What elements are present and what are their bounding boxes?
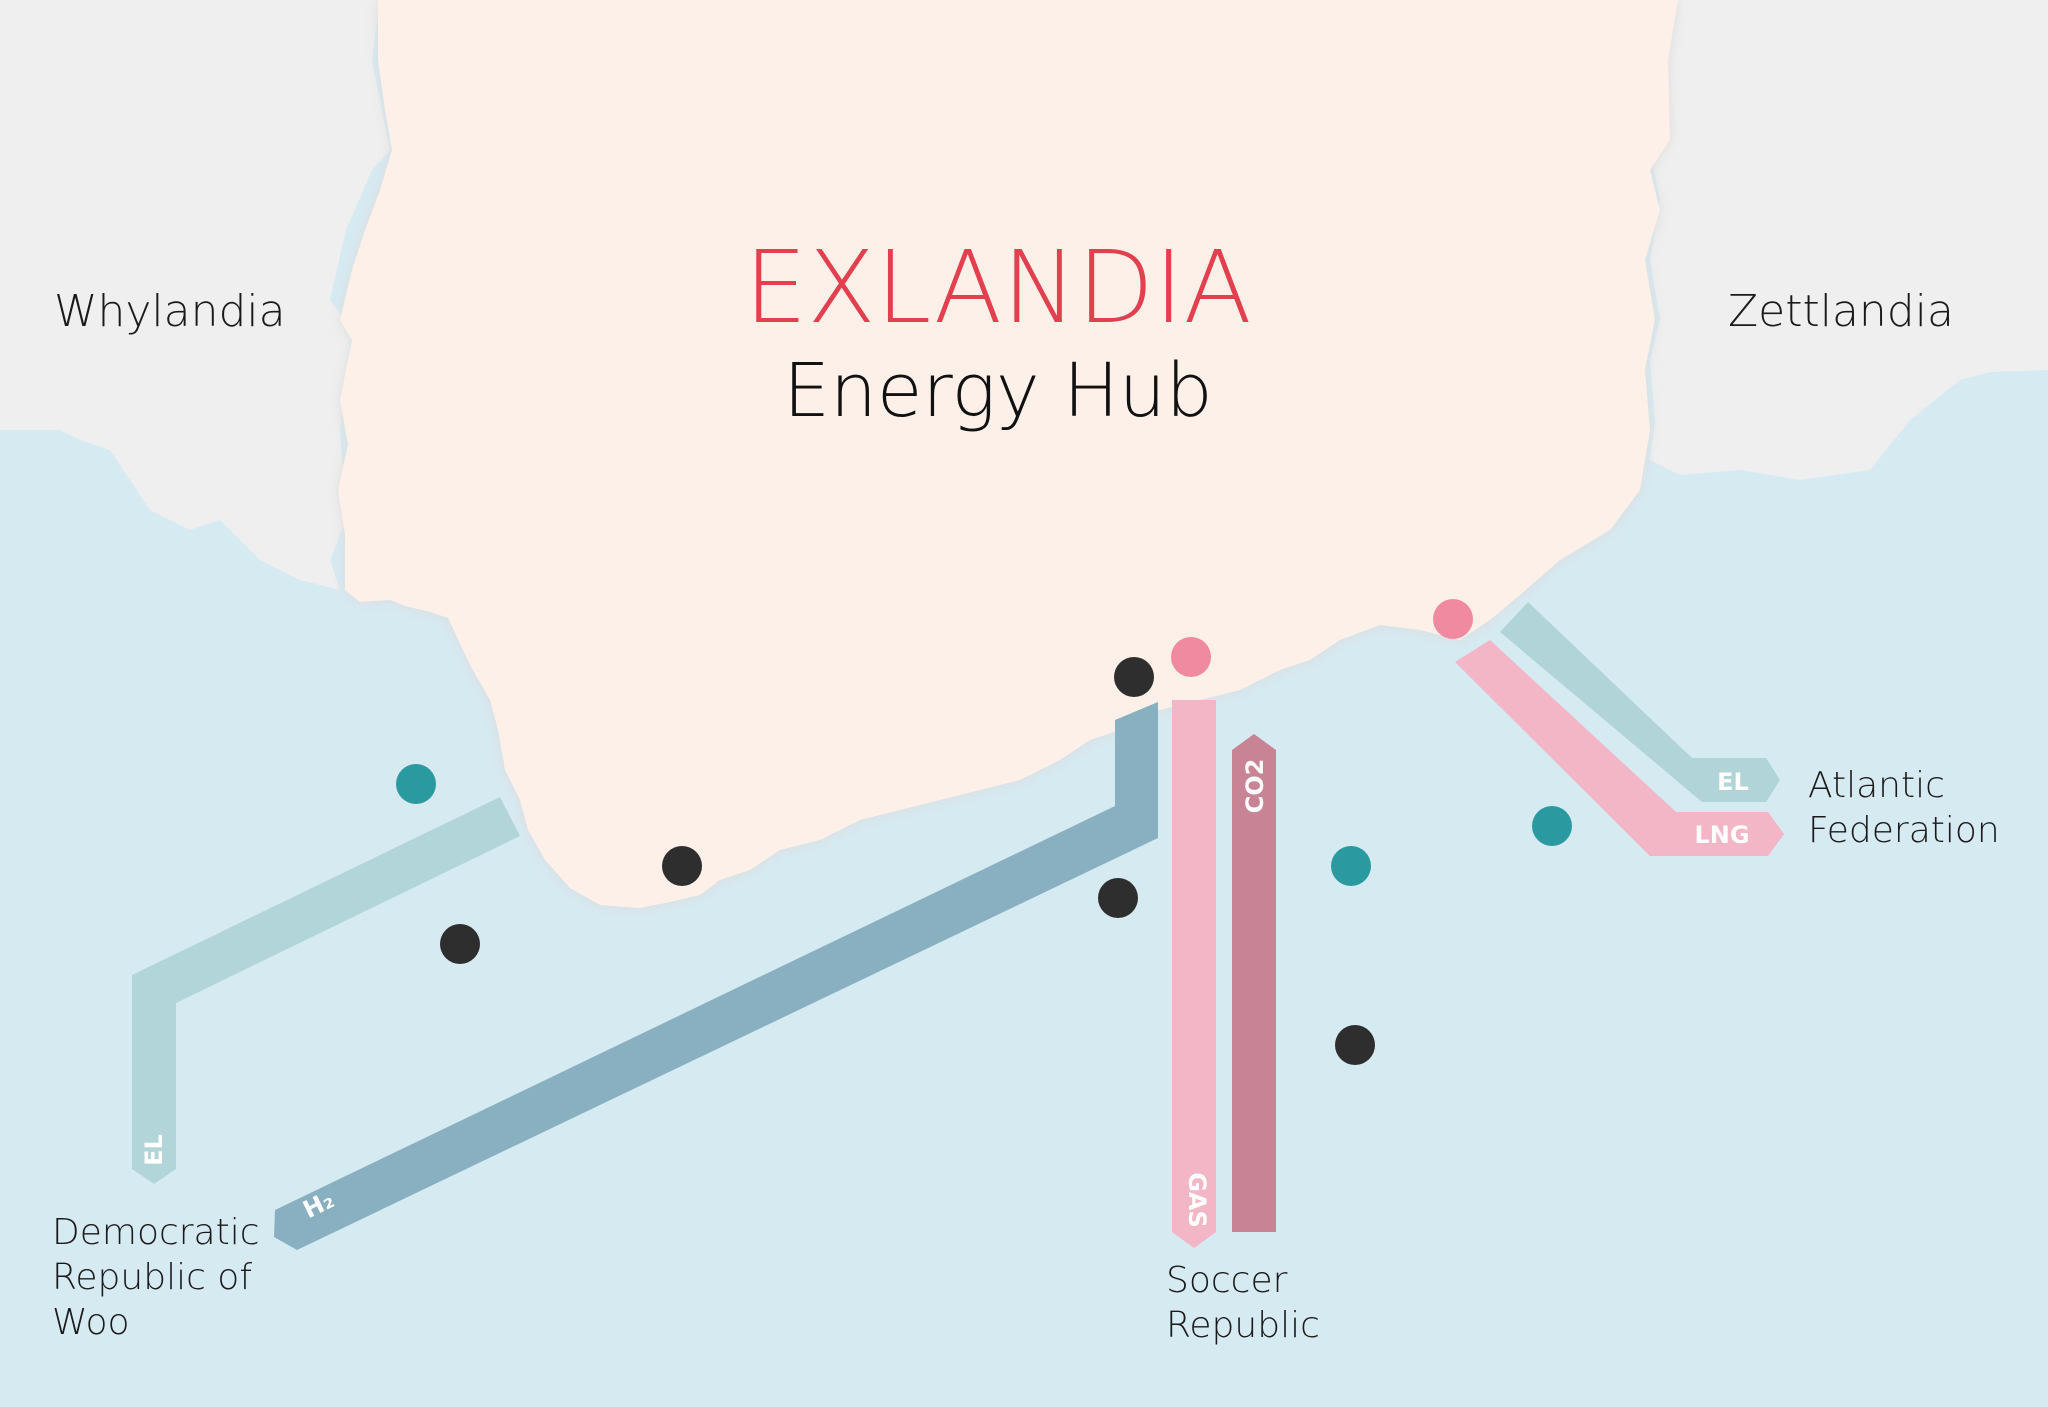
zettlandia-land bbox=[1650, 0, 2048, 480]
whylandia-land bbox=[0, 0, 390, 590]
destination-label-atlantic: Atlantic Federation bbox=[1808, 765, 2000, 851]
pipeline-atlantic-lng bbox=[1455, 640, 1784, 856]
marker-dark-2 bbox=[662, 846, 702, 886]
marker-pink-2 bbox=[1433, 599, 1473, 639]
destination-label-atlantic-line-2: Federation bbox=[1808, 810, 2000, 851]
pipeline-soccer-co2-label: CO2 bbox=[1241, 759, 1269, 814]
marker-teal-3 bbox=[1532, 806, 1572, 846]
destination-label-soccer-line-2: Republic bbox=[1166, 1305, 1320, 1346]
destination-label-woo-line-3: Woo bbox=[52, 1302, 130, 1343]
destination-label-woo-line-1: Democratic bbox=[52, 1212, 260, 1253]
destination-label-atlantic-line-1: Atlantic bbox=[1808, 765, 1945, 806]
page-title: EXLANDIA bbox=[744, 229, 1252, 346]
exlandia-land bbox=[338, 0, 1678, 908]
marker-teal-2 bbox=[1331, 846, 1371, 886]
destination-label-woo-line-2: Republic of bbox=[52, 1257, 252, 1298]
pipeline-soccer-gas-label: GAS bbox=[1183, 1172, 1211, 1228]
pipeline-woo-el bbox=[132, 797, 520, 1184]
pipeline-soccer-co2 bbox=[1232, 734, 1276, 1232]
marker-pink-1 bbox=[1171, 637, 1211, 677]
destination-label-soccer-line-1: Soccer bbox=[1166, 1260, 1288, 1301]
destination-label-woo: Democratic Republic of Woo bbox=[52, 1212, 271, 1343]
marker-dark-3 bbox=[440, 924, 480, 964]
marker-teal-1 bbox=[396, 764, 436, 804]
page-subtitle: Energy Hub bbox=[783, 348, 1213, 434]
pipeline-atlantic-el bbox=[1500, 602, 1780, 802]
pipeline-atlantic-el-label: EL bbox=[1717, 768, 1749, 796]
pipeline-woo-el-label: EL bbox=[140, 1134, 168, 1166]
marker-dark-4 bbox=[1098, 878, 1138, 918]
marker-layer bbox=[396, 599, 1572, 1065]
pipeline-woo-h2 bbox=[274, 702, 1158, 1250]
region-label-whylandia: Whylandia bbox=[54, 286, 286, 337]
destination-label-soccer: Soccer Republic bbox=[1166, 1260, 1320, 1346]
marker-dark-1 bbox=[1114, 657, 1154, 697]
pipeline-soccer-gas bbox=[1172, 700, 1216, 1248]
region-label-zettlandia: Zettlandia bbox=[1728, 286, 1954, 337]
pipeline-atlantic-lng-label: LNG bbox=[1694, 821, 1749, 849]
marker-dark-5 bbox=[1335, 1025, 1375, 1065]
